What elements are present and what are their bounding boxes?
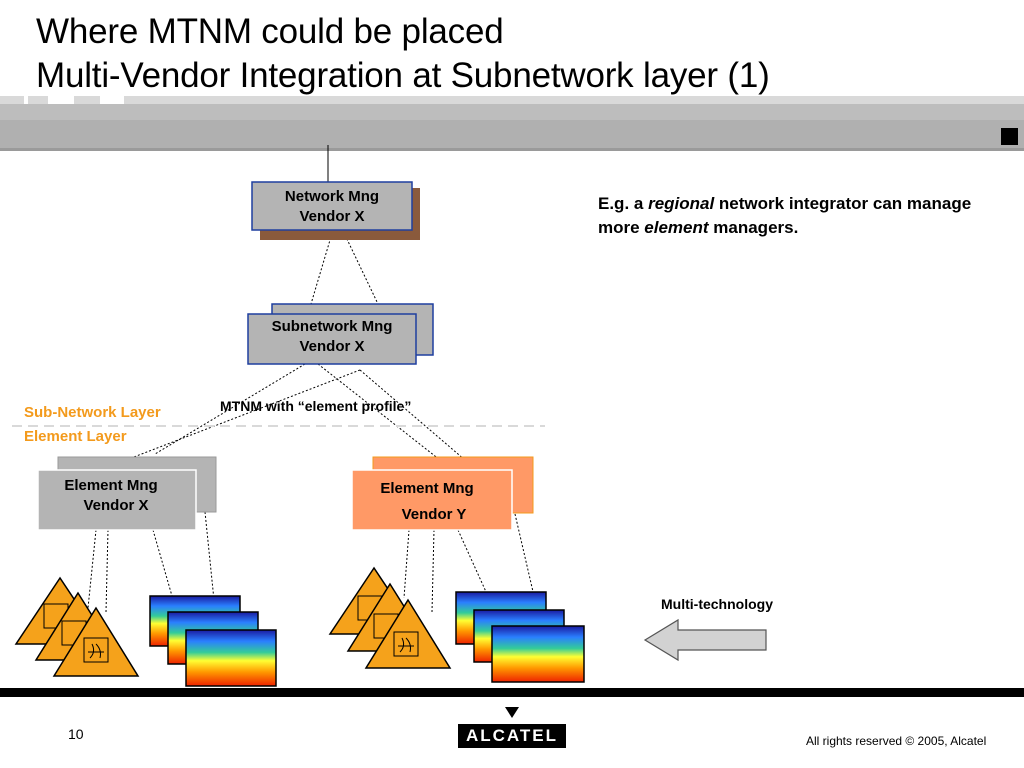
element-mng-y-label: Element Mng Vendor Y	[380, 480, 474, 523]
em-to-device-connectors	[87, 511, 535, 613]
left-arrow-icon	[643, 618, 767, 662]
footer-divider	[0, 688, 1024, 697]
element-mng-y-box	[351, 456, 534, 531]
sub-network-layer-label: Sub-Network Layer	[24, 404, 161, 421]
subnetwork-mng-box	[247, 303, 434, 365]
interface-label: MTNM with “element profile”	[220, 398, 412, 414]
alcatel-logo: ALCATEL	[458, 704, 566, 748]
element-layer-label: Element Layer	[24, 428, 127, 445]
note-text: E.g. a regional network integrator can m…	[598, 194, 972, 237]
element-mng-x-box	[37, 456, 217, 531]
network-mng-label: Network Mng Vendor X	[284, 188, 380, 225]
snm-to-em-connectors	[99, 363, 466, 471]
slide-title-line1: Where MTNM could be placed	[36, 12, 504, 51]
slide-title-line2: Multi-Vendor Integration at Subnetwork l…	[36, 56, 770, 95]
alcatel-logo-mark	[458, 707, 566, 748]
multi-technology-label: Multi-technology	[661, 596, 773, 612]
alcatel-logo-text: ALCATEL	[465, 726, 559, 745]
warning-device-stack-1	[14, 576, 140, 677]
warning-device-stack-2	[328, 566, 452, 669]
copyright-text: All rights reserved © 2005, Alcatel	[806, 734, 987, 748]
subnetwork-mng-label: Subnetwork Mng Vendor X	[271, 318, 393, 355]
nm-to-snm-connectors	[307, 229, 379, 315]
page-number: 10	[68, 726, 84, 742]
element-mng-x-label: Element Mng Vendor X	[64, 477, 158, 514]
network-mng-box	[251, 181, 420, 240]
black-square-marker	[1001, 128, 1018, 145]
rainbow-device-stack-1	[149, 595, 277, 687]
rainbow-device-stack-2	[455, 591, 585, 683]
